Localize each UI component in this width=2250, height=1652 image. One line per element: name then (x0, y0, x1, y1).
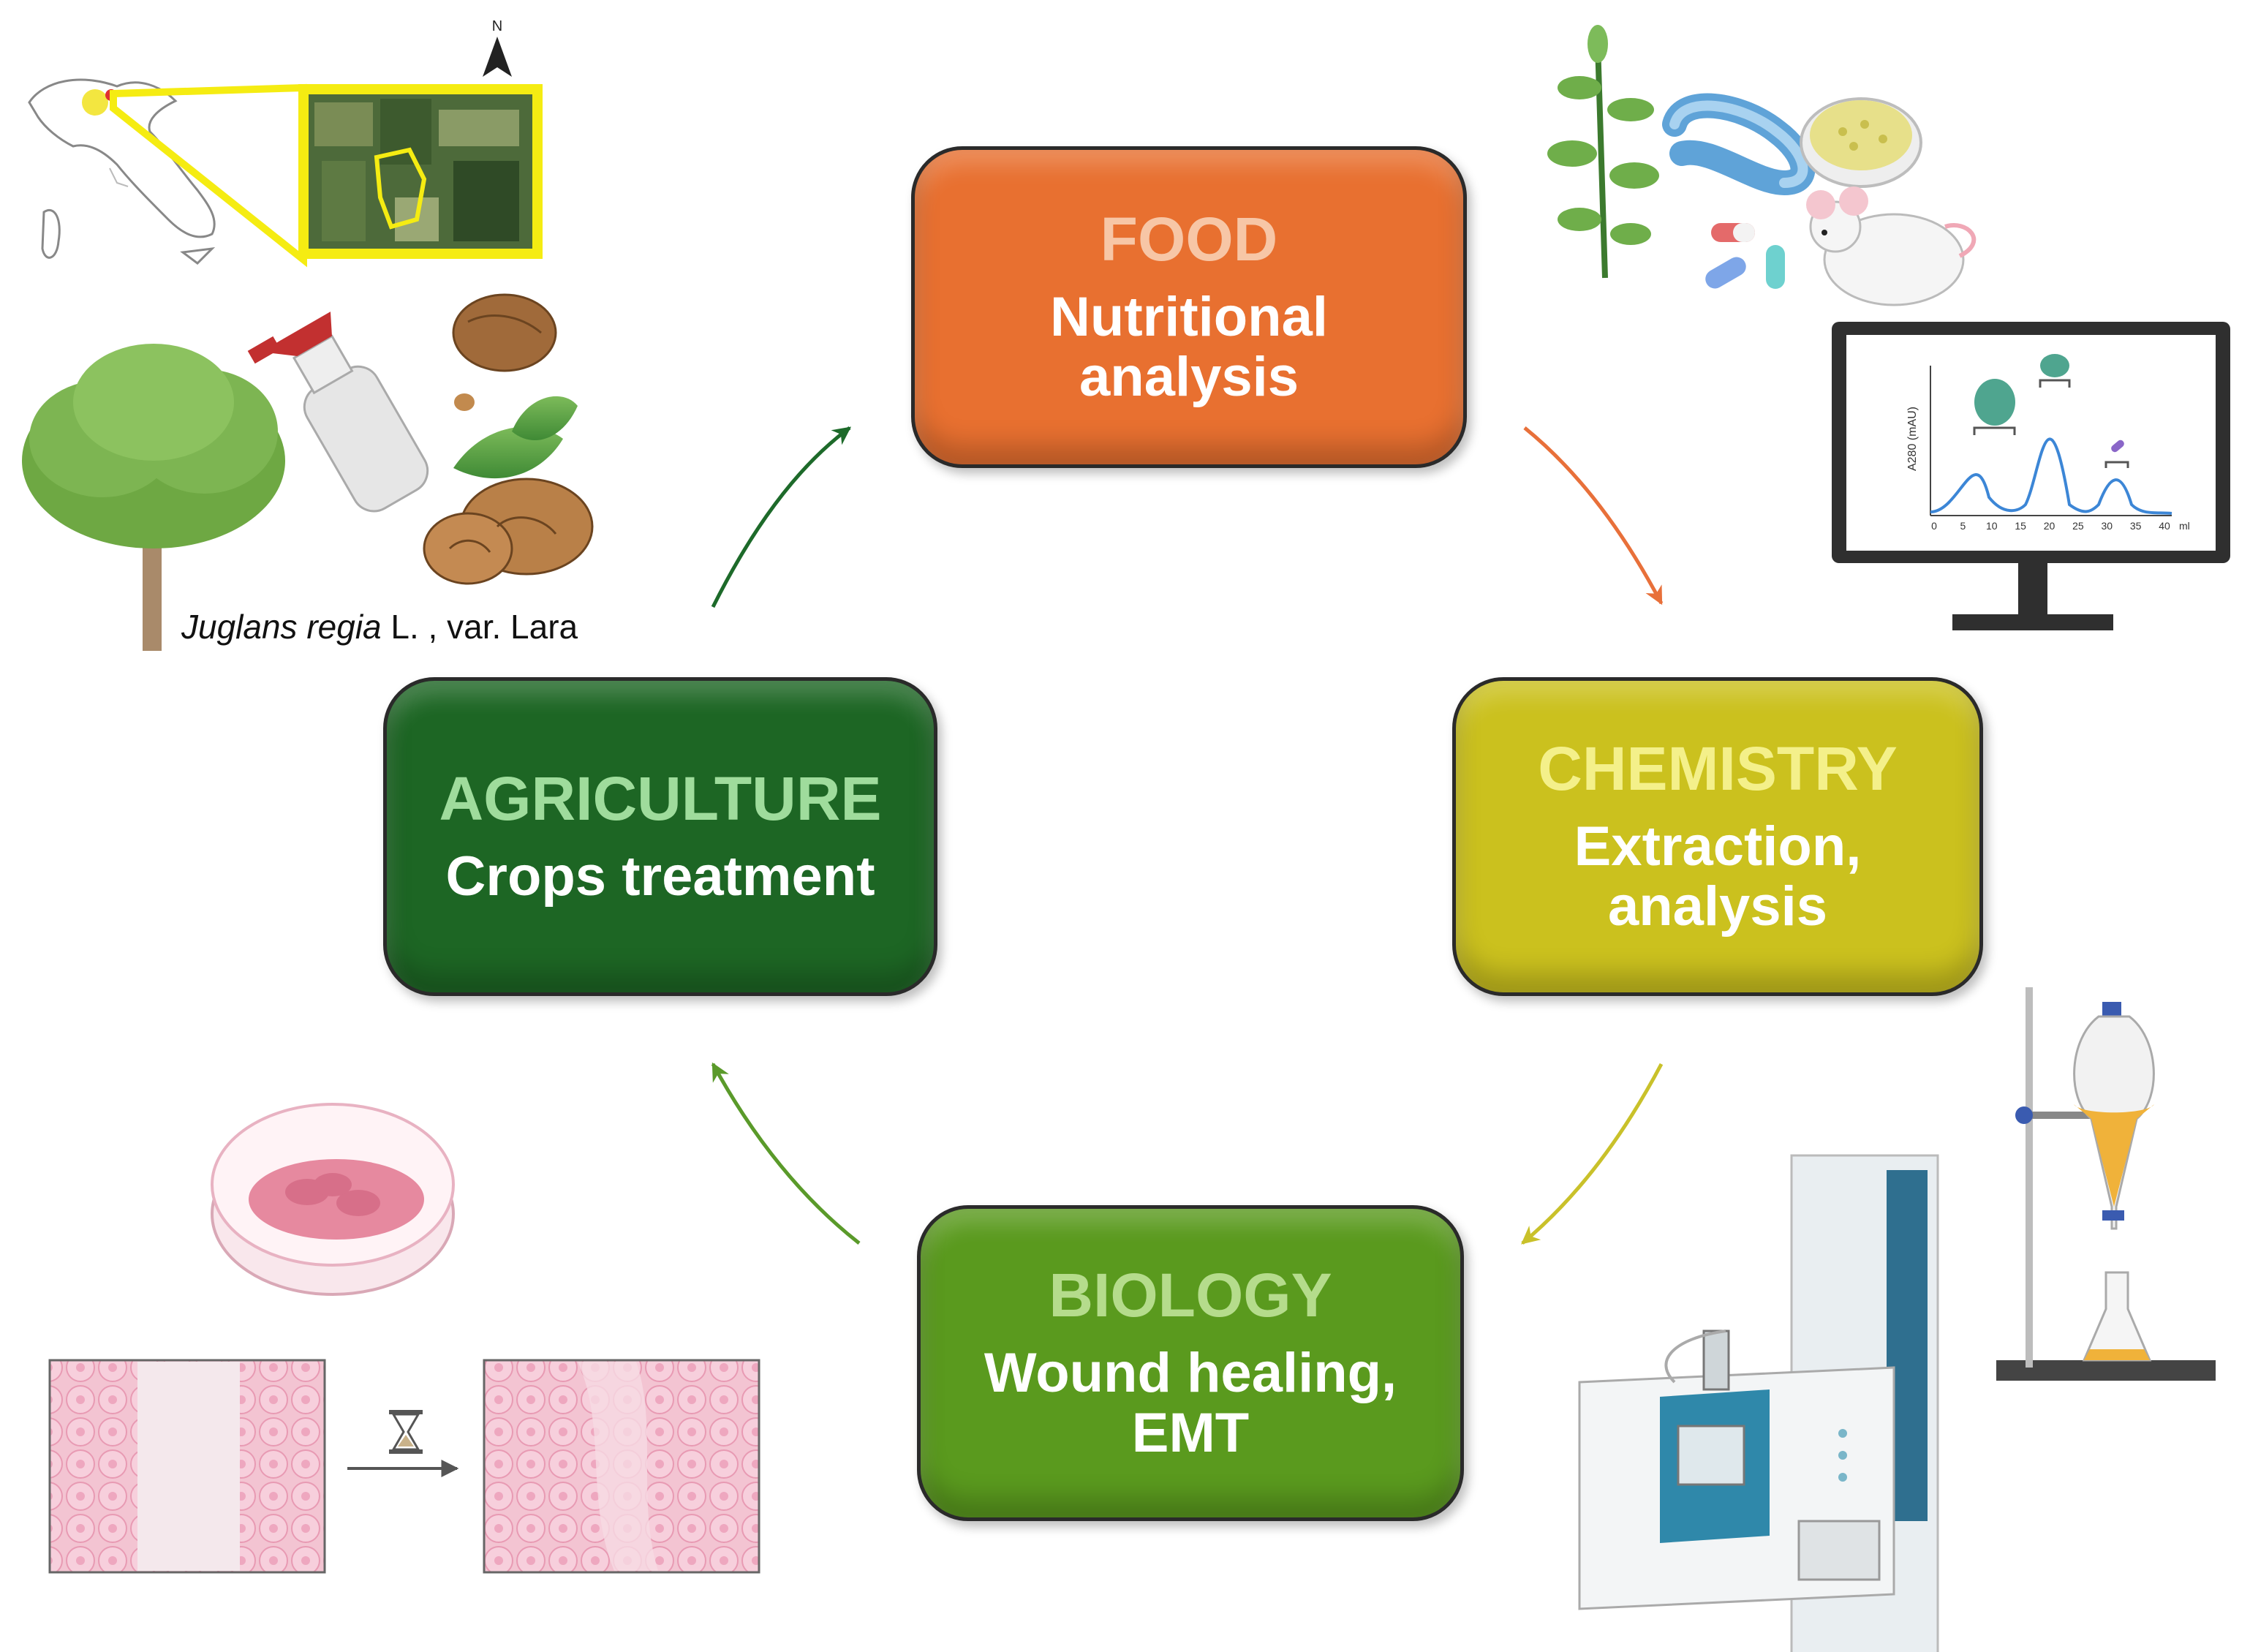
species-genus: Juglans regia (181, 608, 382, 646)
agriculture-subtitle: Crops treatment (445, 845, 875, 908)
mouse-icon (1806, 186, 1977, 306)
chromatogram-x-tick: 35 (2130, 520, 2142, 532)
agriculture-title: AGRICULTURE (439, 763, 882, 833)
food-node: FOOD Nutritional analysis (911, 146, 1467, 468)
separatory-funnel-icon (1996, 987, 2216, 1381)
hourglass-icon (389, 1410, 423, 1454)
chromatogram-x-tick: 10 (1986, 520, 1998, 532)
chromatogram-x-ticks: 0 5 10 15 20 25 30 35 40 (1931, 520, 2170, 532)
north-arrow-icon: N (483, 18, 512, 77)
food-title: FOOD (1100, 204, 1278, 274)
food-subtitle: Nutritional analysis (1050, 286, 1328, 409)
arrow-biology-to-agriculture (711, 1062, 861, 1245)
italy-map-icon (28, 78, 216, 265)
pills-icon (1705, 223, 1785, 289)
biology-title: BIOLOGY (1049, 1260, 1332, 1329)
biology-node: BIOLOGY Wound healing, EMT (917, 1205, 1464, 1521)
petri-dish-icon (1800, 97, 1922, 188)
chemistry-subtitle: Extraction, analysis (1574, 815, 1862, 938)
tree-icon (22, 344, 285, 651)
chromatogram-ylabel: A280 (mAU) (1906, 407, 1919, 471)
chromatogram-x-tick: 15 (2015, 520, 2026, 532)
chromatogram-x-tick: 20 (2044, 520, 2055, 532)
agriculture-node: AGRICULTURE Crops treatment (383, 677, 937, 996)
chemistry-title: CHEMISTRY (1538, 733, 1898, 803)
monitor-chromatogram-icon: A280 (mAU) 0 5 10 15 20 25 30 35 40 ml (1832, 322, 2230, 630)
chromatogram-x-tick: 25 (2072, 520, 2084, 532)
species-caption: Juglans regia L. , var. Lara (181, 607, 578, 646)
arrow-food-to-chemistry (1523, 426, 1664, 606)
cell-culture-dish-icon (211, 1103, 455, 1296)
chemistry-node: CHEMISTRY Extraction, analysis (1452, 677, 1983, 996)
satellite-field-icon (298, 84, 543, 259)
zoom-connector (110, 83, 307, 268)
chromatogram-x-tick: 40 (2159, 520, 2170, 532)
chromatogram-x-tick: 30 (2101, 520, 2113, 532)
walnut-icon (423, 293, 594, 585)
arrow-agriculture-to-food (711, 426, 852, 608)
chromatogram-x-tick: 0 (1931, 520, 1937, 532)
arrow-chemistry-to-biology (1521, 1063, 1664, 1245)
mass-spectrometer-icon (1578, 1154, 1939, 1652)
spray-bottle-icon (247, 312, 429, 513)
wound-scratch-assay-icon (48, 1359, 760, 1574)
north-label: N (492, 18, 502, 34)
species-variety: L. , var. Lara (381, 608, 578, 646)
plant-icon (1547, 25, 1659, 279)
biology-subtitle: Wound healing, EMT (984, 1342, 1397, 1465)
chromatogram-x-tick: 5 (1960, 520, 1966, 532)
worm-icon (1662, 93, 1816, 196)
chromatogram-x-unit: ml (2179, 520, 2190, 532)
